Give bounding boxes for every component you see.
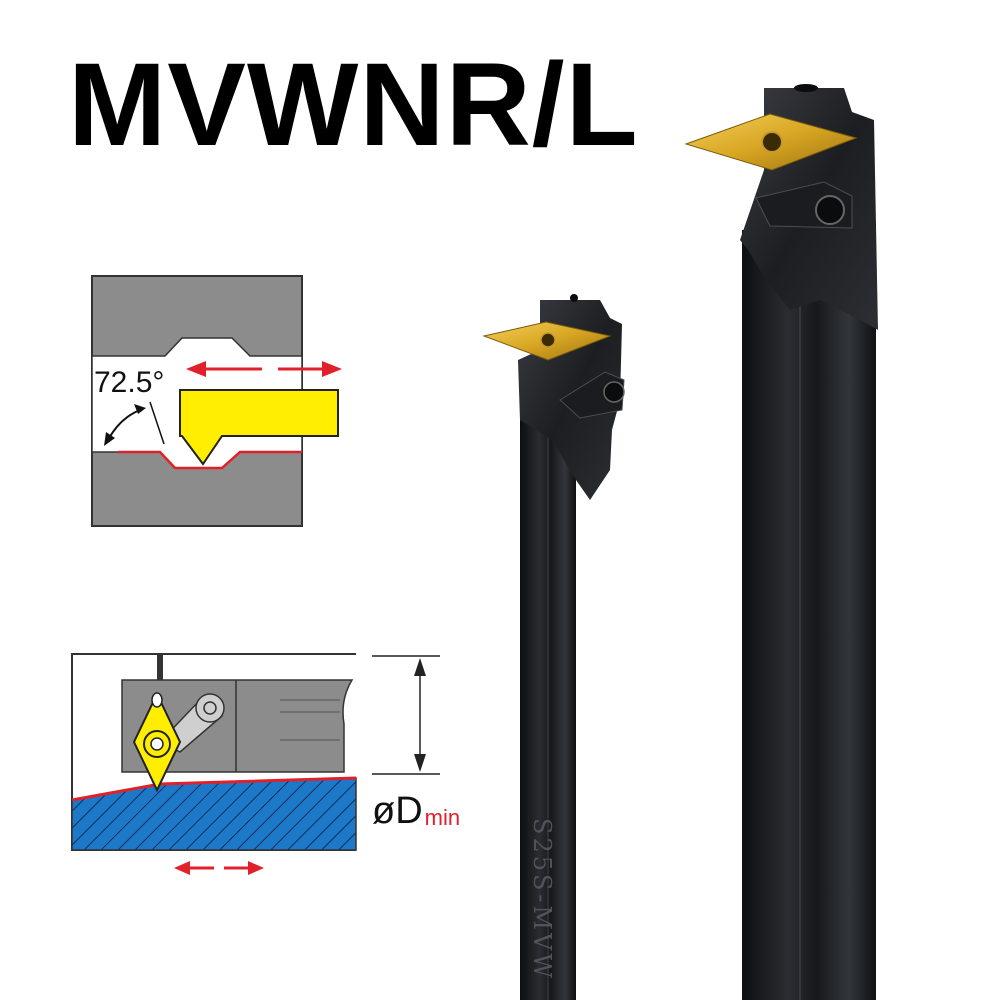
insert-icon	[132, 691, 182, 793]
feed-arrow-icon	[174, 861, 264, 875]
dimension-arrow-icon	[372, 655, 440, 775]
min-diameter-label: øDmin	[372, 790, 460, 832]
boring-bar-small: S25S-MVW	[482, 294, 625, 1000]
product-title: MVWNR/L	[68, 39, 639, 171]
tool-profile	[179, 389, 339, 466]
cut-edge-line	[118, 450, 302, 470]
double-arrow-icon	[186, 361, 342, 377]
min-bore-diagram: øDmin	[71, 653, 460, 875]
boring-bar-large	[684, 84, 878, 1000]
angle-label: 72.5°	[94, 366, 164, 399]
tool-marking: S25S-MVW	[528, 818, 556, 981]
angle-arc-icon	[104, 401, 165, 446]
clamp-screw	[815, 195, 845, 225]
clamp-screw	[603, 381, 625, 403]
workpiece-hatched	[71, 777, 357, 851]
clamp-icon	[158, 693, 225, 753]
angle-diagram: 72.5°	[91, 275, 342, 527]
